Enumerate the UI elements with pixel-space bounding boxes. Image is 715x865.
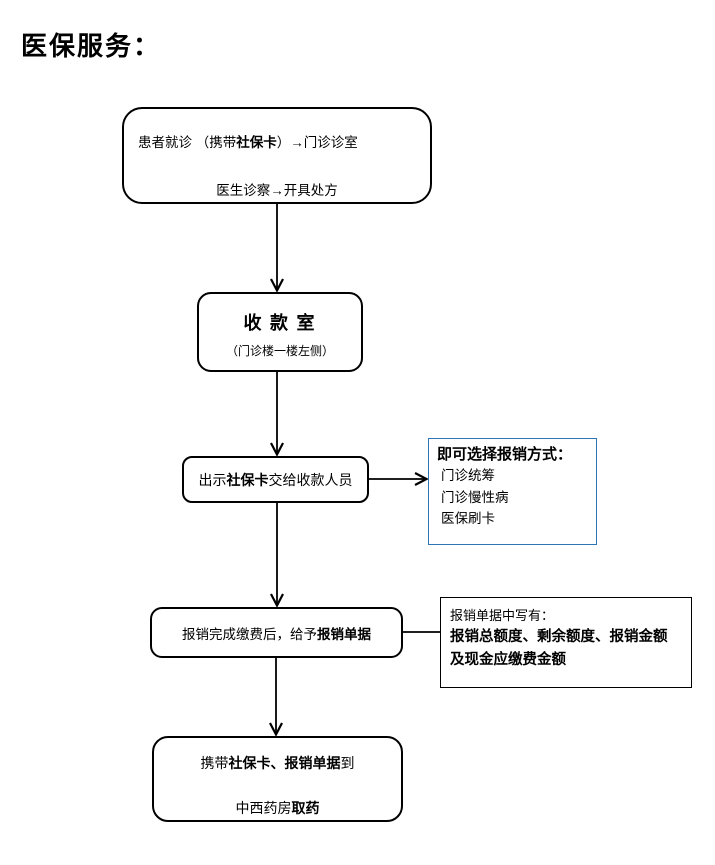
arrow-box3-to-box4	[270, 503, 284, 608]
receipt-contents-line3: 及现金应缴费金额	[450, 652, 566, 668]
step-receipt-given-box: 报销完成缴费后，给予报销单据	[150, 607, 403, 658]
step-receipt-given-text: 报销完成缴费后，给予报销单据	[182, 623, 371, 643]
text-segment: 中西药房	[235, 800, 292, 816]
text-segment: 到	[340, 755, 355, 771]
cashier-office-name: 收 款 室	[243, 313, 317, 333]
step-patient-visit-line2: 医生诊察→开具处方	[216, 183, 338, 198]
reimbursement-option-item: 门诊统筹	[441, 468, 495, 483]
step-cashier-office-box: 收 款 室 （门诊楼一楼左侧）	[197, 292, 363, 372]
step-show-card-box: 出示社保卡交给收款人员	[182, 456, 369, 503]
arrow-box3-to-options	[369, 472, 429, 486]
text-segment: ）→门诊诊室	[276, 135, 358, 150]
arrow-box4-to-box5	[269, 658, 283, 737]
text-segment: 出示	[198, 471, 227, 488]
step-pharmacy-line2: 中西药房取药	[154, 798, 401, 818]
text-segment-bold: 取药	[291, 800, 320, 816]
reimbursement-option-item: 医保刷卡	[441, 511, 495, 526]
step-show-card-text: 出示社保卡交给收款人员	[199, 470, 353, 490]
arrow-box1-to-box2	[270, 204, 284, 293]
reimbursement-options-note: 即可选择报销方式： 门诊统筹 门诊慢性病 医保刷卡	[428, 438, 597, 545]
text-segment-bold: 社保卡、报销单据	[228, 755, 341, 771]
step-pharmacy-box: 携带社保卡、报销单据到 中西药房取药	[152, 736, 403, 822]
text-segment-bold: 报销单据	[317, 626, 371, 642]
receipt-contents-line2: 报销总额度、剩余额度、报销金额	[450, 629, 668, 645]
step-patient-visit-box: 患者就诊 （携带社保卡）→门诊诊室 医生诊察→开具处方	[122, 107, 432, 204]
text-segment: 携带	[200, 755, 229, 771]
reimbursement-options-heading: 即可选择报销方式：	[437, 446, 573, 463]
reimbursement-option-item: 门诊慢性病	[441, 489, 509, 505]
step-pharmacy-line1: 携带社保卡、报销单据到	[154, 753, 401, 773]
receipt-contents-note: 报销单据中写有： 报销总额度、剩余额度、报销金额 及现金应缴费金额	[440, 597, 692, 688]
text-segment: 报销完成缴费后，给予	[182, 626, 317, 642]
text-segment-bold: 社保卡	[236, 135, 277, 150]
text-segment: 交给收款人员	[268, 471, 353, 488]
text-segment-bold: 社保卡	[226, 471, 269, 488]
step-patient-visit-line1: 患者就诊 （携带社保卡）→门诊诊室	[138, 131, 430, 151]
receipt-contents-line1: 报销单据中写有：	[450, 608, 555, 623]
arrow-box2-to-box3	[270, 372, 284, 457]
text-segment: 患者就诊 （携带	[138, 135, 237, 150]
page-title: 医保服务：	[21, 32, 162, 61]
cashier-office-location: （门诊楼一楼左侧）	[225, 344, 334, 358]
